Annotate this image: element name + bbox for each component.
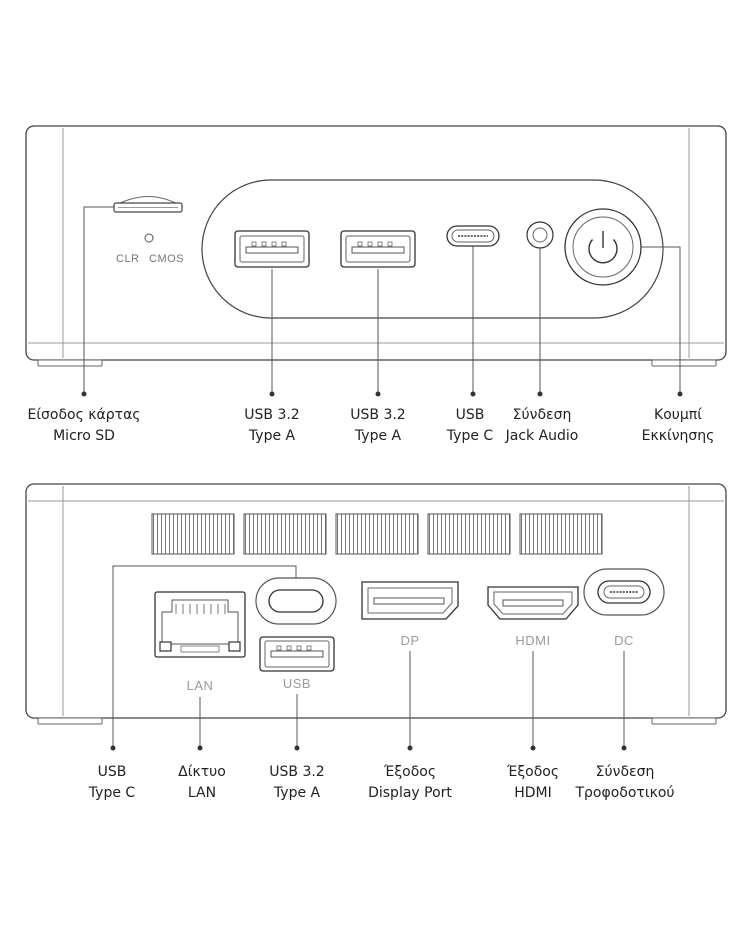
callout-line-1: USB 3.2 (350, 407, 406, 423)
callout-line-1: Έξοδος (383, 764, 437, 780)
usb-a-port-rear (259, 636, 335, 672)
callout-line-2: Display Port (368, 785, 452, 801)
front-panel: CLR CMOS (25, 125, 727, 397)
leader-dot (530, 745, 536, 751)
callout-line-1: USB (455, 407, 485, 423)
leader-micro-sd (83, 206, 114, 394)
leader-usb-c-rear (112, 565, 297, 748)
callout-line-1: USB (97, 764, 127, 780)
leader-dot (81, 391, 87, 397)
callout-usb-a-1: USB 3.2 Type A (192, 405, 352, 447)
callout-power-button: Κουμπί Εκκίνησης (598, 405, 750, 447)
callout-usb-c-rear: USB Type C (32, 762, 192, 804)
leader-dot (537, 391, 543, 397)
leader-dot (375, 391, 381, 397)
clr-cmos-pinhole (144, 233, 154, 243)
leader-dot (407, 745, 413, 751)
dp-label: DP (400, 633, 419, 648)
leader-dot (470, 391, 476, 397)
callout-audio-jack: Σύνδεση Jack Audio (462, 405, 622, 447)
displayport-port (361, 581, 459, 620)
callout-line-2: Type A (354, 428, 402, 444)
clr-label: CLR (116, 253, 140, 265)
lan-port (154, 591, 246, 658)
usb-a-port-2 (340, 230, 416, 268)
ventilation-grille (151, 513, 603, 555)
callout-line-1: Σύνδεση (512, 407, 572, 423)
leader-dot (110, 745, 116, 751)
callout-line-2: Type C (88, 785, 136, 801)
leader-dot (294, 745, 300, 751)
callout-usb-a-2: USB 3.2 Type A (298, 405, 458, 447)
hdmi-port (487, 586, 579, 620)
front-foot-right (651, 359, 717, 367)
callout-line-1: Δίκτυο (178, 764, 226, 780)
audio-jack-port (526, 221, 554, 249)
rear-panel: LAN USB DP HDMI (25, 483, 727, 751)
callout-line-2: Jack Audio (505, 428, 579, 444)
rear-foot-right (651, 717, 717, 725)
callout-lan: Δίκτυο LAN (122, 762, 282, 804)
callout-displayport: Έξοδος Display Port (330, 762, 490, 804)
dc-power-port (583, 568, 665, 616)
front-foot-left (37, 359, 103, 367)
leader-dot (621, 745, 627, 751)
callout-line-2: Type A (248, 428, 296, 444)
usb-c-port-front (446, 225, 500, 247)
usb-c-port-rear (255, 577, 337, 625)
callout-usb-a-rear: USB 3.2 Type A (217, 762, 377, 804)
usb-label: USB (283, 676, 311, 691)
callout-hdmi: Έξοδος HDMI (453, 762, 613, 804)
callout-line-2: Τροφοδοτικού (575, 785, 675, 801)
usb-a-port-1 (234, 230, 310, 268)
callout-line-1: Έξοδος (506, 764, 560, 780)
callout-line-2: Type C (446, 428, 494, 444)
callout-line-2: HDMI (514, 785, 552, 801)
power-button (564, 208, 642, 286)
hdmi-label: HDMI (515, 633, 550, 648)
leader-dot (197, 745, 203, 751)
lan-label: LAN (187, 678, 214, 693)
callout-line-1: Κουμπί (654, 407, 702, 423)
power-icon (588, 231, 618, 264)
front-port-panel (201, 179, 664, 319)
callout-micro-sd: Είσοδος κάρτας Micro SD (4, 405, 164, 447)
callout-line-2: Εκκίνησης (641, 428, 715, 444)
callout-line-1: USB 3.2 (269, 764, 325, 780)
dc-label: DC (614, 633, 634, 648)
callout-line-2: Type A (273, 785, 321, 801)
rear-foot-left (37, 717, 103, 725)
leader-dot (677, 391, 683, 397)
cmos-label: CMOS (149, 253, 184, 265)
callout-line-1: Είσοδος κάρτας (27, 407, 141, 423)
callout-usb-c-front: USB Type C (390, 405, 550, 447)
callout-line-1: Σύνδεση (595, 764, 655, 780)
callout-line-2: LAN (187, 785, 217, 801)
leader-dot (269, 391, 275, 397)
callout-line-1: USB 3.2 (244, 407, 300, 423)
callout-line-2: Micro SD (53, 428, 115, 444)
leader-power-button (641, 246, 681, 394)
callout-dc-power: Σύνδεση Τροφοδοτικού (545, 762, 705, 804)
